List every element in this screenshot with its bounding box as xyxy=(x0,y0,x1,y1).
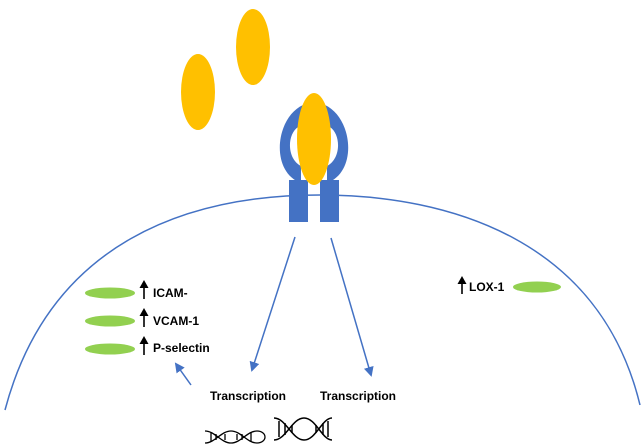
vcam-label: VCAM-1 xyxy=(153,314,199,328)
receptor-stem-right xyxy=(320,180,339,222)
up-arrow-icon xyxy=(139,280,149,299)
icam-molecule xyxy=(85,287,135,299)
transcription-label-right: Transcription xyxy=(320,389,396,403)
up-arrow-icon xyxy=(457,276,467,294)
receptor-stem-left xyxy=(289,180,308,222)
dna-double-helix-icon xyxy=(273,417,333,441)
bound-ligand xyxy=(297,93,331,185)
receptor-arm-left xyxy=(279,105,303,183)
receptor xyxy=(279,93,349,222)
pselectin-molecule xyxy=(85,343,135,355)
signal-arrow-left xyxy=(249,236,296,372)
signal-arrow-right xyxy=(330,237,374,377)
up-arrow-icon xyxy=(139,336,149,355)
transcription-to-pselectin-arrow xyxy=(174,362,192,386)
ligand-molecule-top xyxy=(236,9,270,85)
dna-double-helix-icon xyxy=(204,430,266,444)
icam-label: ICAM- xyxy=(153,286,188,300)
pselectin-label: P-selectin xyxy=(153,341,210,355)
cell-membrane xyxy=(4,194,641,411)
up-arrow-icon xyxy=(139,308,149,327)
vcam-molecule xyxy=(85,315,135,327)
transcription-label-left: Transcription xyxy=(210,389,286,403)
lox-label: LOX-1 xyxy=(469,280,505,294)
receptor-arm-right xyxy=(325,105,349,183)
ligand-molecule-left xyxy=(181,54,215,130)
lox-molecule xyxy=(513,281,561,293)
